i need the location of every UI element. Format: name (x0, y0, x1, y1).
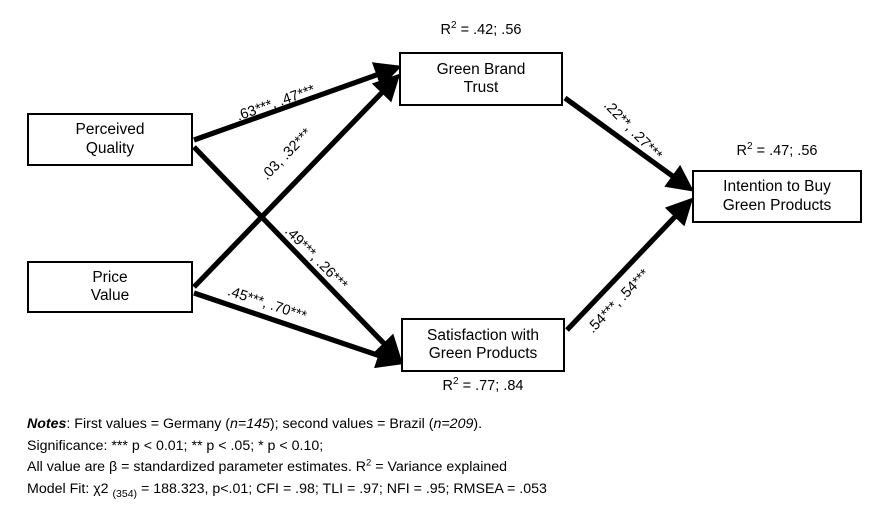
notes-line1-c: ). (473, 416, 483, 432)
r2-suffix: = .47; .56 (752, 143, 818, 159)
node-label-line2: Trust (463, 79, 499, 96)
arrow-price-value-to-green-brand-trust (192, 73, 401, 289)
notes-line1-a: : First values = Germany ( (66, 416, 231, 432)
notes-line3-a: All value are β = standardized parameter… (27, 459, 366, 476)
notes-line1-b: ); second values = Brazil ( (269, 416, 434, 432)
node-green-brand-trust[interactable]: Green Brand Trust (399, 52, 563, 106)
r2-exponent: 2 (747, 141, 753, 153)
node-label-line1: Intention to Buy (723, 178, 831, 196)
notes-line4-a: Model Fit: χ2 (27, 480, 113, 497)
node-intention-to-buy[interactable]: Intention to Buy Green Products (692, 170, 862, 223)
arrow-green-brand-trust-to-intention (563, 95, 695, 192)
notes-line3-b: = Variance explained (371, 459, 508, 476)
notes-line3-sup: 2 (365, 457, 372, 469)
notes-block: Notes: First values = Germany (n=145); s… (27, 414, 867, 500)
r2-prefix: R (442, 378, 453, 394)
node-label-line1: Green Brand (436, 60, 526, 78)
r2-prefix: R (440, 22, 451, 38)
notes-line4-b: = 188.323, p<.01; CFI = .98; TLI = .97; … (137, 480, 547, 497)
node-label-line2: Value (90, 287, 130, 304)
notes-line-4: Model Fit: χ2 (354) = 188.323, p<.01; CF… (27, 479, 867, 501)
r2-suffix: = .77; .84 (458, 378, 524, 394)
node-price-value[interactable]: Price Value (27, 261, 193, 313)
r2-prefix: R (736, 143, 747, 159)
node-label-line2: Green Products (428, 345, 538, 362)
node-label-line1: Price (92, 268, 128, 286)
node-label-line2: Green Products (722, 196, 832, 214)
notes-line-1: Notes: First values = Germany (n=145); s… (27, 414, 867, 436)
notes-line-3: All value are β = standardized parameter… (27, 457, 867, 479)
arrow-price-value-to-satisfaction (193, 290, 404, 369)
r2-suffix: = .42; .56 (456, 22, 522, 38)
notes-line-2: Significance: *** p < 0.01; ** p < .05; … (27, 437, 324, 454)
notes-n-germany: n=145 (230, 416, 270, 432)
arrow-satisfaction-to-intention (565, 197, 694, 332)
r2-green-brand-trust: R2 = .42; .56 (399, 20, 563, 38)
arrow-perceived-quality-to-satisfaction (192, 145, 403, 363)
node-label-line1: Satisfaction with (427, 326, 539, 344)
node-perceived-quality[interactable]: Perceived Quality (27, 113, 193, 166)
node-label-line1: Perceived (75, 121, 145, 139)
notes-bold-label: Notes (27, 416, 67, 432)
node-satisfaction[interactable]: Satisfaction with Green Products (401, 318, 565, 372)
r2-exponent: 2 (451, 20, 457, 32)
notes-n-brazil: n=209 (433, 416, 474, 432)
r2-exponent: 2 (453, 376, 459, 388)
r2-intention: R2 = .47; .56 (692, 141, 862, 159)
arrow-perceived-quality-to-green-brand-trust (193, 62, 402, 143)
node-label-line2: Quality (85, 139, 135, 157)
r2-satisfaction: R2 = .77; .84 (401, 376, 565, 394)
notes-line4-df: (354) (112, 487, 138, 500)
